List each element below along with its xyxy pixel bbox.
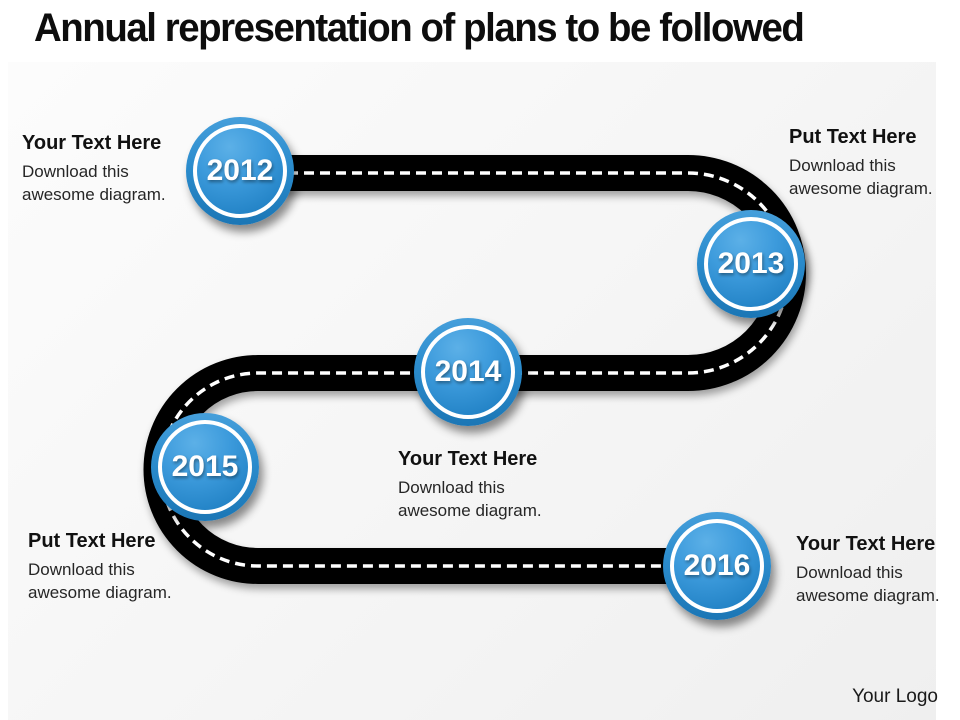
year-label: 2014 <box>434 355 502 388</box>
note-2015: Put Text Here Download this awesome diag… <box>28 530 188 604</box>
note-body: Download this awesome diagram. <box>796 563 940 605</box>
note-heading: Your Text Here <box>796 533 936 555</box>
note-2014: Your Text Here Download this awesome dia… <box>398 448 558 522</box>
slide-title: Annual representation of plans to be fol… <box>34 6 805 50</box>
year-badge-2014: 2014 <box>414 318 522 426</box>
note-2012: Your Text Here Download this awesome dia… <box>22 132 182 206</box>
note-body: Download this awesome diagram. <box>22 162 166 204</box>
year-badge-inner-circle: 2014 <box>421 325 515 419</box>
note-heading: Put Text Here <box>789 126 917 148</box>
year-badge-inner-circle: 2015 <box>158 420 252 514</box>
year-label: 2016 <box>683 549 751 582</box>
logo-text: Your Logo <box>852 686 938 707</box>
note-2013: Put Text Here Download this awesome diag… <box>789 126 949 200</box>
year-badge-2016: 2016 <box>663 512 771 620</box>
year-badge-inner-circle: 2013 <box>704 217 798 311</box>
note-heading: Your Text Here <box>22 132 162 154</box>
note-heading: Put Text Here <box>28 530 156 552</box>
year-badge-2015: 2015 <box>151 413 259 521</box>
year-label: 2015 <box>171 450 239 483</box>
year-label: 2012 <box>206 154 274 187</box>
year-badge-inner-circle: 2016 <box>670 519 764 613</box>
year-badge-2012: 2012 <box>186 117 294 225</box>
note-body: Download this awesome diagram. <box>28 560 172 602</box>
note-body: Download this awesome diagram. <box>398 478 542 520</box>
note-body: Download this awesome diagram. <box>789 156 933 198</box>
note-2016: Your Text Here Download this awesome dia… <box>796 533 956 607</box>
year-badge-2013: 2013 <box>697 210 805 318</box>
note-heading: Your Text Here <box>398 448 538 470</box>
year-badge-inner-circle: 2012 <box>193 124 287 218</box>
year-label: 2013 <box>717 247 785 280</box>
